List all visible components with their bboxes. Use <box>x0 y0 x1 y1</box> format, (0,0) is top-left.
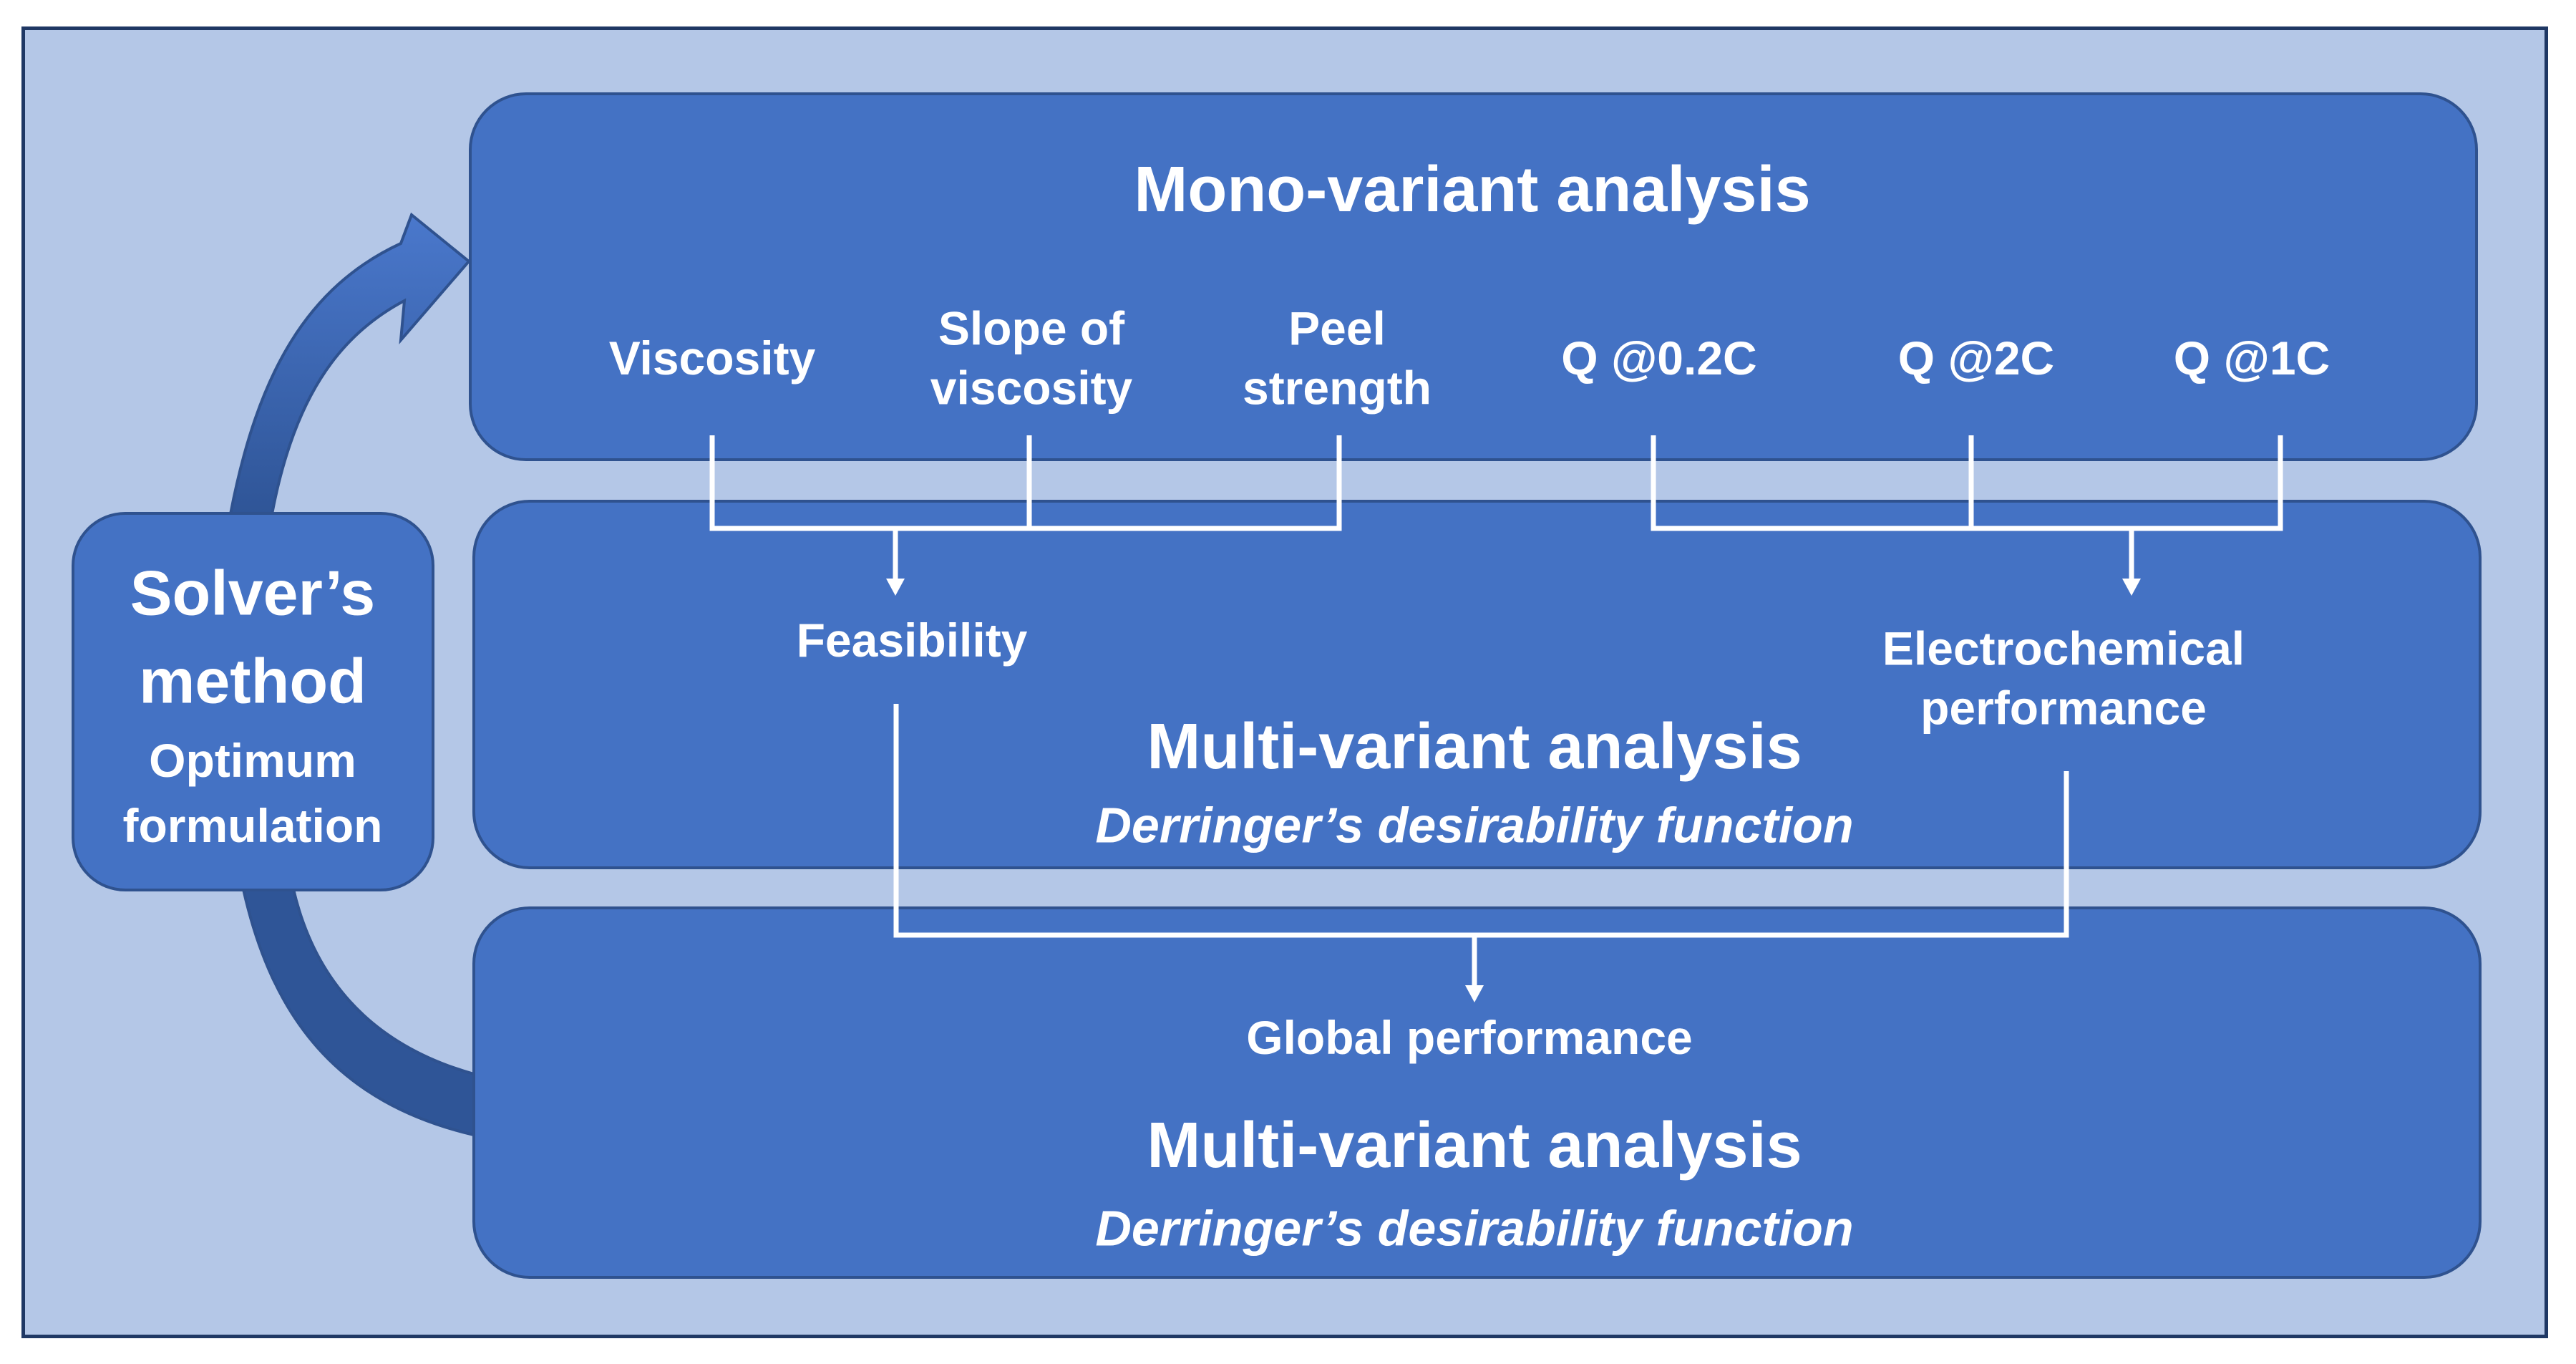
var-peel-strength: Peel strength <box>1243 299 1432 417</box>
var-peel-line1: Peel <box>1288 301 1386 355</box>
electro-bracket <box>1651 435 2283 531</box>
feasibility-label: Feasibility <box>796 613 1028 667</box>
multi2-subtitle: Derringer’s desirability function <box>1095 1200 1854 1257</box>
solver-title-line2: method <box>139 645 366 717</box>
var-slope-line2: viscosity <box>930 361 1133 414</box>
var-q1c-line1: Q @1C <box>2173 331 2330 384</box>
solver-subtitle-line1: Optimum <box>149 733 356 787</box>
multi1-subtitle: Derringer’s desirability function <box>1095 797 1854 853</box>
electro-line1: Electrochemical <box>1882 621 2245 675</box>
multi1-title: Multi-variant analysis <box>1147 710 1802 783</box>
electro-line2: performance <box>1920 681 2207 734</box>
cycle-arrow-up <box>228 212 471 516</box>
var-viscosity-line1: Viscosity <box>608 331 816 384</box>
var-viscosity: Viscosity <box>609 329 816 388</box>
var-slope-line1: Slope of <box>938 301 1125 355</box>
multi-variant-panel-1 <box>472 500 2482 869</box>
solver-method-box <box>72 512 434 891</box>
solver-subtitle-line2: formulation <box>122 798 383 852</box>
feasibility-arrowhead <box>886 579 905 596</box>
solver-title-line1: Solver’s <box>130 557 376 629</box>
electro-arrowhead <box>2122 579 2141 596</box>
var-peel-line2: strength <box>1243 361 1432 414</box>
multi2-title: Multi-variant analysis <box>1147 1109 1802 1181</box>
global-performance-label: Global performance <box>1246 1010 1693 1064</box>
electrochemical-performance-label: Electrochemical performance <box>1882 619 2245 737</box>
var-q-02c: Q @0.2C <box>1561 329 1756 388</box>
var-q-2c: Q @2C <box>1898 329 2054 388</box>
global-bracket <box>893 704 2069 938</box>
global-arrowhead <box>1465 985 1484 1002</box>
var-q2c-line1: Q @2C <box>1897 331 2055 384</box>
mono-variant-panel <box>469 92 2478 461</box>
mono-title: Mono-variant analysis <box>1134 153 1811 226</box>
var-slope-of-viscosity: Slope of viscosity <box>930 299 1133 417</box>
var-q-1c: Q @1C <box>2174 329 2330 388</box>
feasibility-bracket <box>709 435 1342 531</box>
var-q02c-line1: Q @0.2C <box>1561 331 1757 384</box>
